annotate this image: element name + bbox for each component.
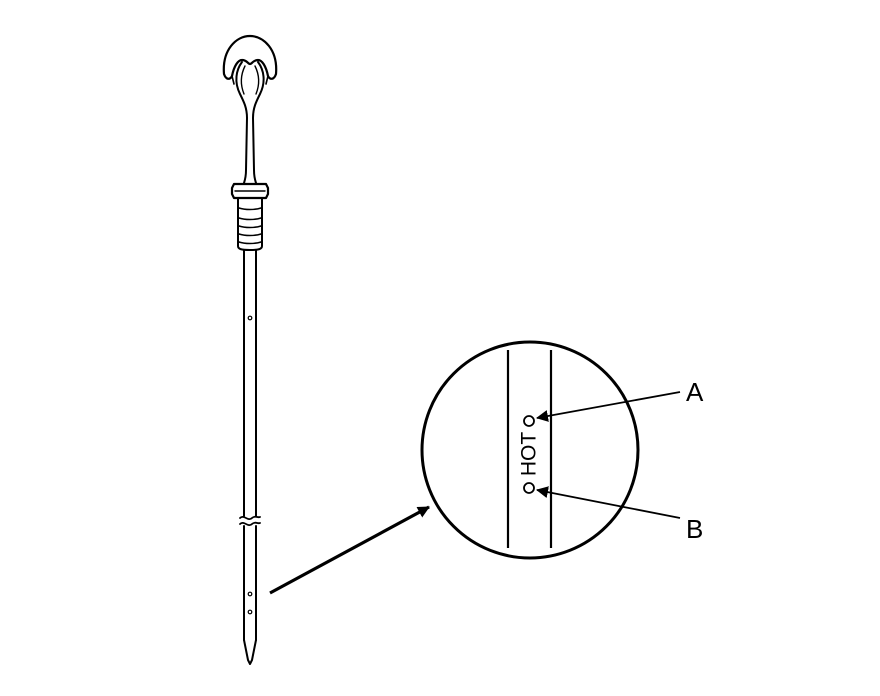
detail-magnifier: HOT xyxy=(420,340,640,560)
blade-hole xyxy=(247,609,253,615)
callout-a-leader xyxy=(536,391,681,422)
callout-b-leader xyxy=(536,486,681,519)
callout-a-label: A xyxy=(686,377,704,407)
blade-hole xyxy=(247,315,253,321)
detail-circle xyxy=(420,340,640,560)
detail-hole-b xyxy=(523,482,535,494)
dipstick-upper-wire xyxy=(243,117,257,184)
dipstick-cap xyxy=(230,182,270,251)
detail-pointer-arrow xyxy=(269,505,430,595)
detail-hole-a xyxy=(523,415,535,427)
hot-marking: HOT xyxy=(518,432,541,477)
dipstick-handle xyxy=(222,34,278,119)
callout-b-label: B xyxy=(686,514,703,544)
blade-hole xyxy=(247,591,253,597)
dipstick-blade xyxy=(239,249,261,665)
